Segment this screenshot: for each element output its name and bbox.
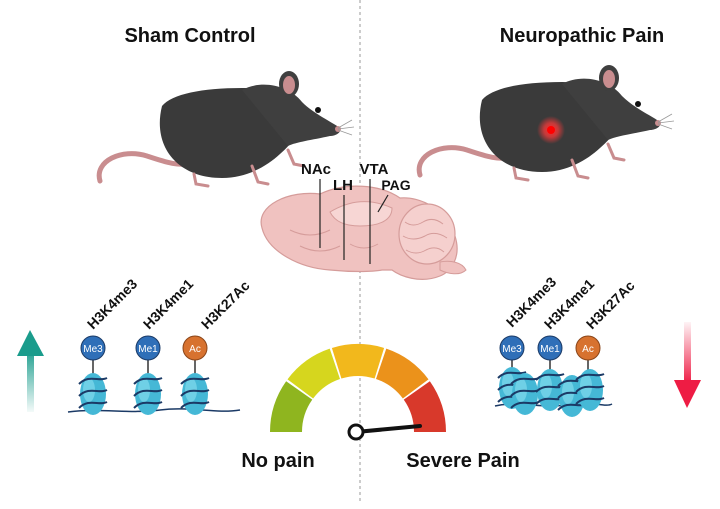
increase-arrow	[17, 330, 44, 412]
badge-me1-label: Me1	[540, 344, 560, 355]
region-label-lh: LH	[333, 177, 353, 194]
severe-pain-label: Severe Pain	[406, 450, 519, 472]
badge-me1	[135, 335, 161, 361]
gauge-segments	[270, 344, 446, 432]
pain-gauge	[270, 344, 446, 441]
badge-ac-label: Ac	[189, 344, 201, 355]
histone-label-h3k4me1: H3K4me1	[140, 276, 197, 333]
gauge-segment	[331, 344, 385, 379]
badge-ac	[182, 335, 208, 361]
region-pointer-pag	[377, 194, 389, 213]
neuropathic-pain-title: Neuropathic Pain	[500, 25, 664, 47]
gauge-segment	[287, 348, 340, 399]
brain-region-labels: NAc LH VTA PAG	[301, 161, 411, 264]
pain-chromatin-group: H3K4me3 H3K4me1 H3K27Ac Me3 Me1 Ac	[494, 274, 638, 418]
no-pain-label: No pain	[241, 450, 314, 472]
badge-me3-label: Me3	[83, 344, 103, 355]
badge-me1-label: Me1	[138, 344, 158, 355]
gauge-segment	[403, 381, 446, 432]
gauge-segment	[270, 381, 313, 432]
region-label-pag: PAG	[381, 177, 410, 193]
region-label-nac: NAc	[301, 161, 331, 178]
badge-me3	[499, 335, 525, 361]
badge-me1	[537, 335, 563, 361]
sham-control-title: Sham Control	[124, 25, 255, 47]
pain-site-core	[547, 126, 555, 134]
histone-label-h3k27ac: H3K27Ac	[198, 277, 253, 332]
badge-me3-label: Me3	[502, 344, 522, 355]
gauge-pivot	[347, 423, 365, 441]
pain-mouse-illustration	[419, 65, 674, 180]
nucleosome-icon	[78, 372, 108, 416]
brain-sagittal-illustration	[260, 185, 467, 280]
nucleosome-icon	[133, 372, 163, 416]
region-label-vta: VTA	[360, 161, 389, 178]
sham-chromatin-group: H3K4me3 H3K4me1 H3K27Ac Me3 Me1 Ac	[67, 276, 253, 416]
gauge-needle	[354, 424, 422, 434]
decrease-arrow	[674, 322, 701, 408]
badge-ac	[575, 335, 601, 361]
gauge-segment	[376, 348, 429, 399]
histone-label-h3k4me3: H3K4me3	[84, 276, 141, 333]
badge-ac-label: Ac	[582, 344, 594, 355]
badge-me3	[80, 335, 106, 361]
